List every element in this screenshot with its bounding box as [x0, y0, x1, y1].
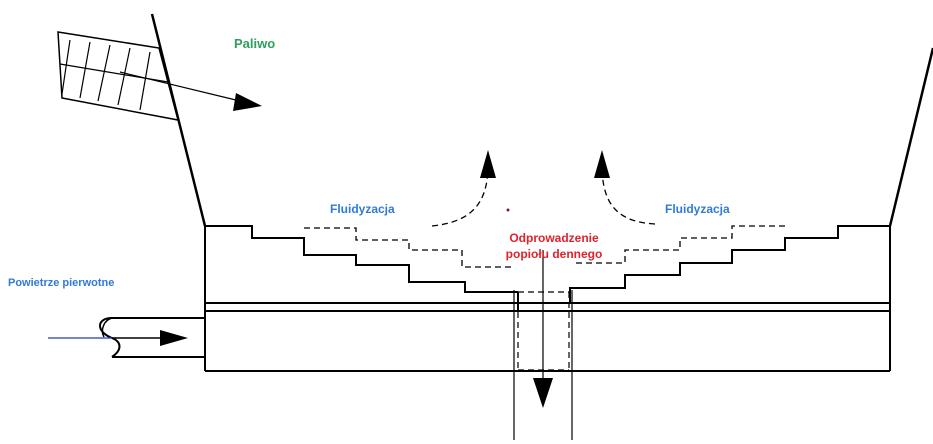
- ash-arrow: [533, 250, 553, 408]
- fluidization-label-right: Fluidyzacja: [665, 202, 730, 216]
- center-marker-dot: [506, 208, 510, 212]
- ash-label-line2: popiołu dennego: [506, 247, 603, 261]
- right-wall: [888, 47, 933, 227]
- right-step-floor: [569, 225, 890, 303]
- right-step-dashed: [574, 225, 785, 264]
- fuel-label: Paliwo: [234, 36, 275, 51]
- fuel-arrow: [119, 71, 262, 111]
- fluidization-label-left: Fluidyzacja: [330, 202, 395, 216]
- primary-air-pipe: [48, 317, 205, 358]
- bed-box: [204, 226, 891, 372]
- fluidization-arrow-left: [431, 150, 496, 227]
- left-step-floor: [205, 225, 518, 293]
- ash-label-line1: Odprowadzenie: [509, 231, 599, 245]
- primary-air-label: Powietrze pierwotne: [8, 277, 114, 289]
- fluidization-arrow-right: [594, 150, 656, 225]
- left-step-dashed: [304, 227, 514, 268]
